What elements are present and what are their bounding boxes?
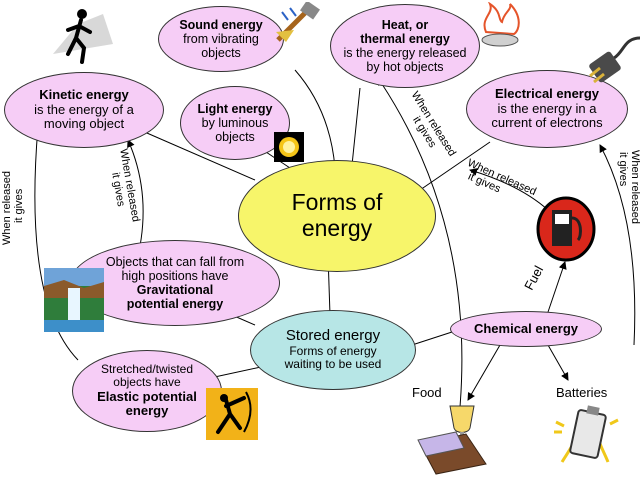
electrical-line2: current of electrons xyxy=(491,115,603,131)
light-title: Light energy xyxy=(197,102,273,116)
line-center-kinetic xyxy=(139,129,256,181)
arrow-chemical-food xyxy=(467,344,501,401)
label-released-elastic: When released it gives xyxy=(1,171,25,245)
sound-line2: objects xyxy=(201,46,241,60)
electrical-node: Electrical energy is the energy in a cur… xyxy=(466,70,628,148)
waterfall-icon xyxy=(44,268,104,332)
kinetic-line1: is the energy of a xyxy=(34,101,134,117)
elastic-line1: Stretched/twisted xyxy=(100,362,194,377)
heat-line2: by hot objects xyxy=(366,60,444,74)
archer-icon xyxy=(206,388,258,440)
kinetic-line2: moving object xyxy=(43,116,125,132)
kinetic-title: Kinetic energy xyxy=(39,87,129,103)
label-batteries: Batteries xyxy=(556,386,607,400)
arrow-food-heat xyxy=(377,77,463,429)
label-food: Food xyxy=(412,386,442,400)
sun-icon xyxy=(274,132,304,162)
stored-node: Stored energy Forms of energy waiting to… xyxy=(250,310,416,390)
line-stored-chemical xyxy=(411,331,453,346)
runner-icon xyxy=(53,9,113,64)
elastic-title2: energy xyxy=(125,403,169,419)
label-released-a: When released xyxy=(1,171,13,245)
battery-icon xyxy=(554,405,619,463)
heat-title1: Heat, or xyxy=(381,18,429,32)
gravitational-title2: potential energy xyxy=(126,297,224,311)
electrical-line1: is the energy in a xyxy=(497,100,597,116)
arrow-chemical-fuel xyxy=(547,261,567,313)
elastic-line2: objects have xyxy=(113,375,181,390)
gas-pump-icon xyxy=(536,196,596,262)
kinetic-node: Kinetic energy is the energy of a moving… xyxy=(4,72,164,148)
stored-line1: Forms of energy xyxy=(289,343,377,358)
speaker-icon xyxy=(276,2,320,42)
food-icon xyxy=(417,405,487,475)
sound-line1: from vibrating xyxy=(183,32,259,46)
line-center-sound xyxy=(294,69,336,169)
arrow-gravitational-kinetic xyxy=(127,139,144,247)
gravitational-line1: Objects that can fall from xyxy=(105,255,245,269)
center-line1: Forms of xyxy=(291,189,383,216)
label-gives-e: it gives xyxy=(617,152,630,187)
stored-title: Stored energy xyxy=(285,327,381,345)
chemical-title: Chemical energy xyxy=(473,320,579,336)
heat-title2: thermal energy xyxy=(360,32,450,46)
arrow-elastic-kinetic xyxy=(34,104,79,361)
elastic-node: Stretched/twisted objects have Elastic p… xyxy=(72,350,222,432)
heat-line1: is the energy released xyxy=(343,46,467,60)
label-released-e: When released xyxy=(629,150,640,224)
line-center-heat xyxy=(351,87,361,166)
batteries-text: Batteries xyxy=(556,385,608,400)
electrical-title: Electrical energy xyxy=(494,86,600,102)
gravitational-line2: high positions have xyxy=(121,269,229,283)
chemical-node: Chemical energy xyxy=(450,311,602,347)
heat-node: Heat, or thermal energy is the energy re… xyxy=(330,4,480,88)
stored-line2: waiting to be used xyxy=(284,357,382,372)
label-released-batteries: When released it gives xyxy=(617,150,640,224)
sound-node: Sound energy from vibrating objects xyxy=(158,6,284,72)
center-line2: energy xyxy=(301,215,373,241)
sound-title: Sound energy xyxy=(179,18,263,32)
arrow-chemical-batteries xyxy=(547,344,569,381)
light-line1: by luminous xyxy=(201,116,269,130)
food-text: Food xyxy=(412,385,442,400)
plug-icon xyxy=(589,36,640,84)
label-gives-a: it gives xyxy=(12,188,25,223)
elastic-title1: Elastic potential xyxy=(97,388,197,404)
arrow-battery-electrical xyxy=(599,144,636,346)
gravitational-node: Objects that can fall from high position… xyxy=(70,240,280,326)
center-node: Forms of energy xyxy=(238,160,436,272)
light-node: Light energy by luminous objects xyxy=(180,86,290,160)
fire-icon xyxy=(481,2,520,47)
light-line2: objects xyxy=(215,130,255,144)
arrow-pump-electrical xyxy=(469,168,549,211)
gravitational-title1: Gravitational xyxy=(136,283,214,297)
